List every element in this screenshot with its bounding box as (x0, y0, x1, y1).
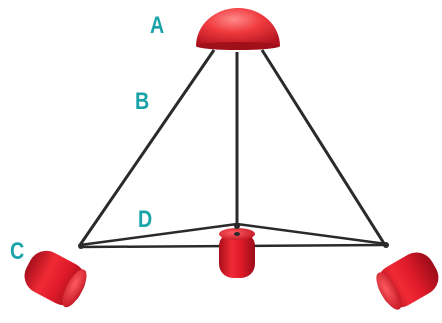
rod-base-right-center (236, 222, 388, 246)
rod-base-left-center (79, 222, 238, 247)
joint-center (234, 223, 240, 229)
label-d: D (138, 206, 153, 233)
float-center (219, 228, 255, 278)
apex-dome-buoy (196, 8, 280, 50)
label-b: B (135, 88, 150, 115)
joint-left (78, 243, 84, 249)
joint-right (383, 242, 389, 248)
label-a: A (150, 12, 165, 39)
rod-apex-left (78, 49, 216, 246)
float-right (376, 252, 439, 310)
float-left (24, 250, 87, 308)
rod-apex-right (260, 49, 387, 246)
label-c: C (10, 238, 25, 265)
